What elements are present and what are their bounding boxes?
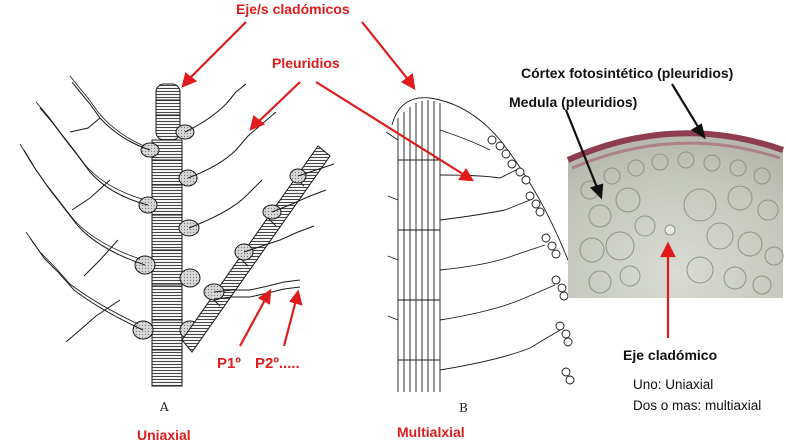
label-uniaxial: Uniaxial xyxy=(137,427,191,443)
micrograph-photo xyxy=(566,128,784,298)
label-pleuridios: Pleuridios xyxy=(272,55,340,71)
label-medula: Medula (pleuridios) xyxy=(509,94,638,110)
label-p1: P1º xyxy=(217,355,241,372)
label-cortex: Córtex fotosintético (pleuridios) xyxy=(521,65,734,81)
figure-letter-b: B xyxy=(459,401,468,415)
multiaxial-diagram xyxy=(385,97,575,392)
label-eje-cladomico: Eje cladómico xyxy=(623,347,718,363)
label-multiaxial-definition: Dos o mas: multiaxial xyxy=(633,398,762,413)
label-ejes-cladomicos: Eje/s cladómicos xyxy=(236,1,350,17)
black-arrows xyxy=(564,83,706,200)
label-multiaxial: Multialxial xyxy=(397,424,465,440)
label-p2: P2º..... xyxy=(255,355,300,372)
uniaxial-diagram xyxy=(19,75,335,387)
annotation-arrows xyxy=(181,21,676,347)
figure-letter-a: A xyxy=(160,400,169,414)
label-uniaxial-definition: Uno: Uniaxial xyxy=(633,377,714,392)
